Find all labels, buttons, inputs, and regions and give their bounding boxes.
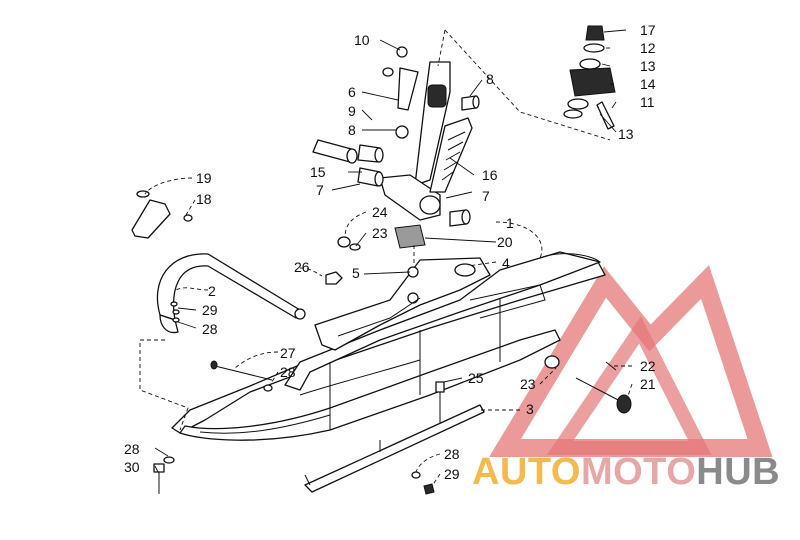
callout-13a: 13 (640, 58, 656, 74)
bushing-15 (312, 139, 358, 164)
callout-22: 22 (640, 358, 656, 374)
callout-10: 10 (354, 32, 370, 48)
callout-16: 16 (482, 167, 498, 183)
svg-text:AUTOMOTOHUB: AUTOMOTOHUB (472, 451, 780, 493)
nuts-washers (325, 236, 560, 369)
bracket-19 (131, 190, 193, 239)
wear-bar (304, 381, 485, 493)
callout-28c: 28 (124, 441, 140, 457)
callout-27: 27 (280, 345, 296, 361)
callout-labels: 1 2 3 4 5 6 7 7 8 8 9 10 11 12 13 13 14 … (124, 22, 656, 482)
callout-23b: 23 (520, 376, 536, 392)
callout-2: 2 (208, 283, 216, 299)
callout-30: 30 (124, 459, 140, 475)
ski-saddle (314, 257, 491, 351)
callout-28b: 28 (280, 364, 296, 380)
callout-28a: 28 (202, 321, 218, 337)
callout-5: 5 (352, 265, 360, 281)
ski-handle (156, 253, 306, 334)
callout-18: 18 (196, 191, 212, 207)
callout-6: 6 (348, 84, 356, 100)
callout-20: 20 (497, 234, 513, 250)
callout-19: 19 (196, 170, 212, 186)
watermark-text: AUTOMOTOHUB (472, 451, 780, 493)
callout-29b: 29 (444, 466, 460, 482)
callout-14: 14 (640, 76, 656, 92)
clamp-assembly (563, 25, 616, 130)
callout-7a: 7 (316, 182, 324, 198)
callout-26: 26 (294, 259, 310, 275)
callout-25: 25 (468, 370, 484, 386)
callout-8a: 8 (486, 71, 494, 87)
callout-28d: 28 (444, 446, 460, 462)
spindle-assembly (379, 61, 473, 221)
watermark-moto: MOTO (581, 451, 696, 493)
callout-11: 11 (640, 94, 655, 110)
callout-24: 24 (372, 204, 388, 220)
callout-8b: 8 (348, 122, 356, 138)
watermark-auto: AUTO (472, 451, 581, 493)
callout-21: 21 (640, 376, 656, 392)
callout-29a: 29 (202, 302, 218, 318)
bushings (357, 46, 480, 227)
watermark-hub: HUB (696, 451, 780, 493)
ski-body (171, 251, 606, 441)
callout-7b: 7 (482, 188, 490, 204)
callout-3: 3 (526, 401, 534, 417)
callout-17: 17 (640, 22, 656, 38)
pad-20 (394, 224, 426, 249)
callout-1: 1 (506, 215, 514, 231)
callout-23a: 23 (372, 225, 388, 241)
callout-12: 12 (640, 40, 656, 56)
callout-9: 9 (348, 103, 356, 119)
callout-15: 15 (310, 164, 326, 180)
callout-4: 4 (502, 255, 510, 271)
callout-13b: 13 (618, 126, 634, 142)
watermark-logo (489, 265, 773, 457)
leader-lines (139, 29, 633, 487)
bolts (153, 301, 632, 495)
